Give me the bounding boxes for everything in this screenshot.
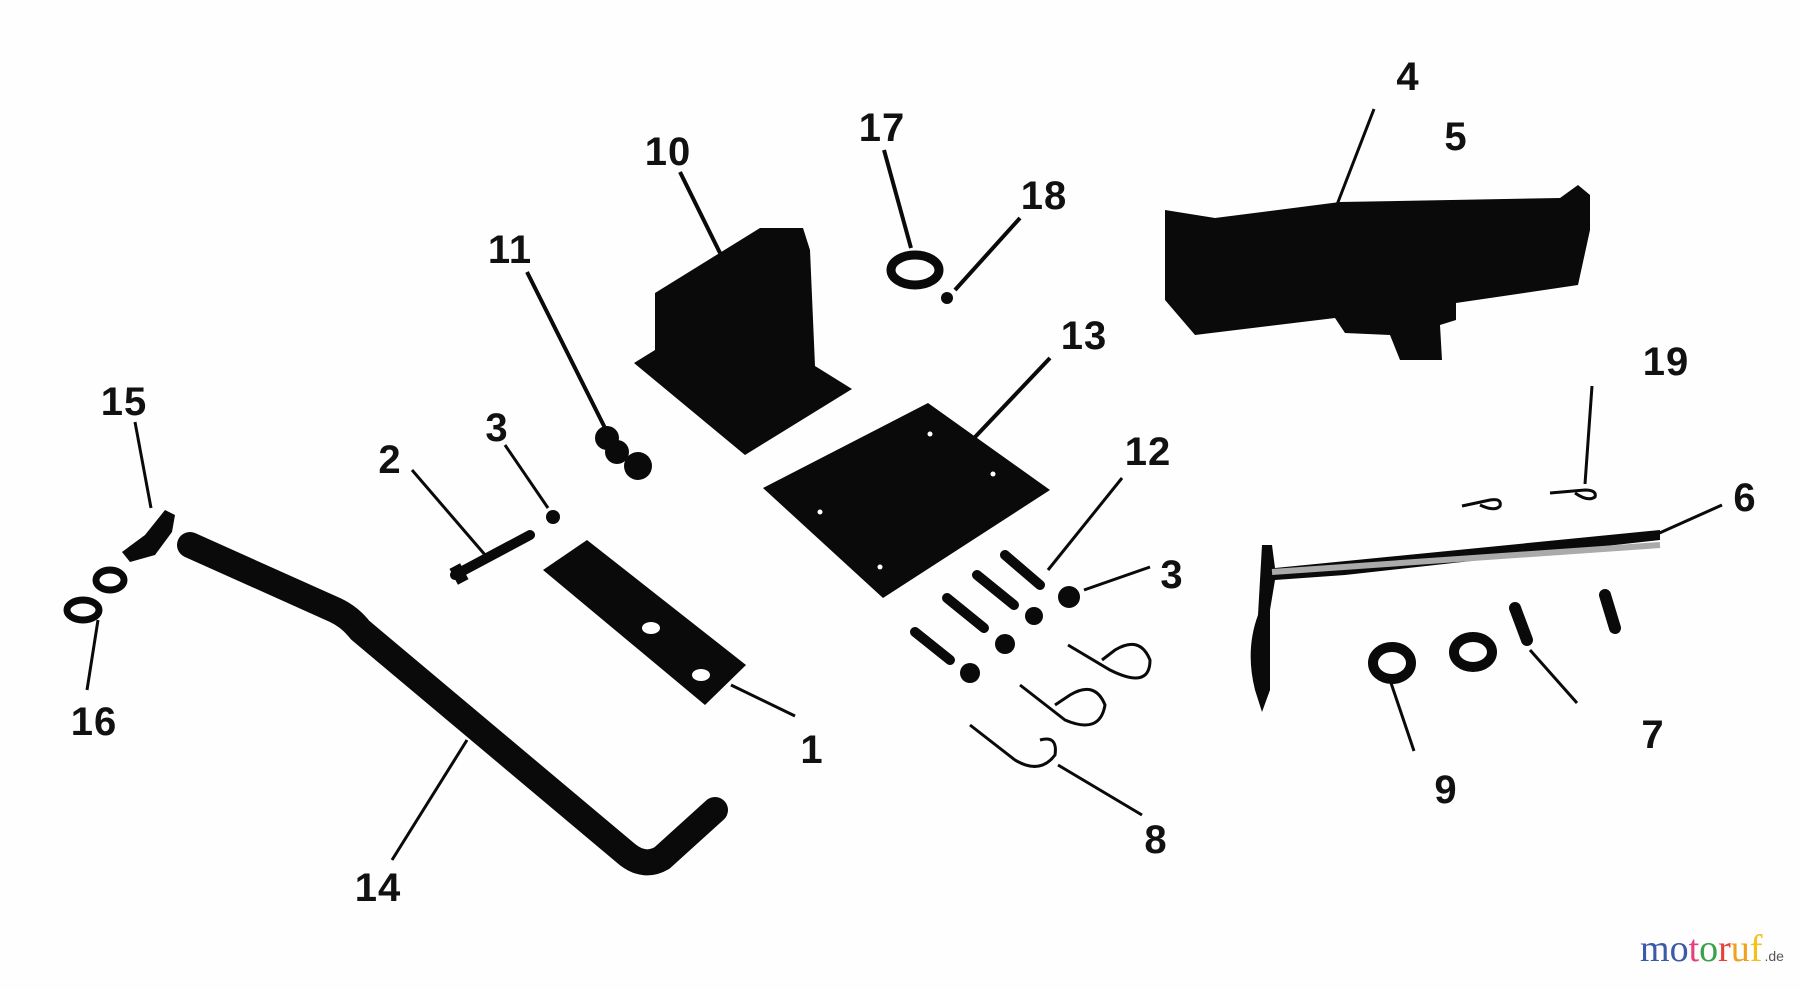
- callout-15: 15: [100, 380, 148, 424]
- part-7-pins: [1509, 589, 1621, 704]
- callout-8: 8: [1144, 818, 1168, 862]
- callout-18: 18: [1020, 174, 1068, 218]
- part-14-handle: [177, 532, 728, 876]
- part-2-bolt: [410, 469, 535, 585]
- wm-letter: o: [1699, 928, 1719, 970]
- callout-11: 11: [487, 228, 533, 272]
- part-11-knob: [525, 271, 652, 480]
- watermark-logo: motoruf.de: [1640, 930, 1784, 968]
- wm-letter: r: [1718, 928, 1731, 970]
- part-3-nut: [503, 444, 560, 524]
- wm-letter: m: [1640, 928, 1670, 970]
- callout-13: 13: [1060, 314, 1108, 358]
- callout-17: 17: [858, 106, 906, 150]
- callout-16: 16: [70, 700, 118, 744]
- part-19-clips: [1461, 385, 1597, 511]
- part-18-pin: [941, 216, 1022, 304]
- part-6-rod: [1250, 503, 1723, 712]
- callout-7: 7: [1641, 713, 1665, 757]
- part-8-clips: [969, 642, 1152, 817]
- wm-letter: u: [1730, 928, 1750, 970]
- callout-10: 10: [644, 130, 692, 174]
- part-3-nuts: [960, 565, 1151, 683]
- part-15-fitting: [122, 421, 175, 562]
- part-13-plate: [763, 356, 1052, 598]
- part-10-bracket: [634, 171, 852, 455]
- callout-5: 5: [1444, 115, 1468, 159]
- callout-14: 14: [354, 866, 402, 910]
- callout-2: 2: [378, 438, 402, 482]
- part-12-bolts: [910, 477, 1124, 665]
- callout-6: 6: [1733, 476, 1757, 520]
- part-9-washers: [1368, 632, 1497, 752]
- wm-letter: t: [1688, 928, 1700, 970]
- part-17-ring: [882, 149, 944, 290]
- callout-3: 3: [1160, 553, 1184, 597]
- callout-9: 9: [1434, 768, 1458, 812]
- part-4-5-drawbar: [1165, 108, 1590, 360]
- callout-4: 4: [1396, 55, 1420, 99]
- wm-letter: o: [1669, 928, 1689, 970]
- wm-tld: .de: [1764, 948, 1784, 964]
- callout-19: 19: [1642, 340, 1690, 384]
- part-1-strap: [543, 540, 796, 718]
- callout-12: 12: [1124, 430, 1172, 474]
- callout-1: 1: [800, 728, 824, 772]
- wm-letter: f: [1749, 928, 1763, 970]
- callout-3: 3: [485, 406, 509, 450]
- part-16-washers: [63, 566, 128, 691]
